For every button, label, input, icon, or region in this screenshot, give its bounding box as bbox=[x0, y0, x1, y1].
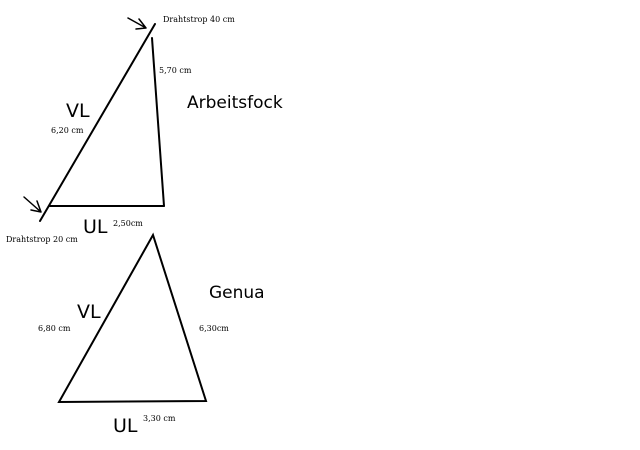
genua-triangle bbox=[57, 232, 208, 404]
genua-foot-length: 3,30 cm bbox=[143, 414, 176, 423]
genua-luff-length: 6,80 cm bbox=[38, 324, 71, 333]
genua-luff-label: VL bbox=[77, 301, 101, 323]
tack-strop-arrow bbox=[23, 196, 42, 213]
genua-leech-length: 6,30cm bbox=[199, 324, 229, 333]
genua-sail: VL 6,80 cm 6,30cm UL 3,30 cm Genua bbox=[38, 232, 265, 437]
genua-title: Genua bbox=[209, 283, 265, 303]
head-strop-label: Drahtstrop 40 cm bbox=[163, 15, 235, 24]
arbeitsfock-luff-label: VL bbox=[66, 100, 90, 122]
arbeitsfock-sail: Drahtstrop 40 cm Drahtstrop 20 cm VL 6,2… bbox=[6, 15, 283, 244]
tack-strop-label: Drahtstrop 20 cm bbox=[6, 235, 78, 244]
genua-foot-label: UL bbox=[113, 415, 138, 437]
arbeitsfock-leech-length: 5,70 cm bbox=[159, 66, 192, 75]
arbeitsfock-leech-edge bbox=[151, 37, 165, 207]
arbeitsfock-luff-edge bbox=[39, 23, 156, 222]
arbeitsfock-foot-label: UL bbox=[83, 216, 108, 238]
arbeitsfock-foot-length: 2,50cm bbox=[113, 219, 143, 228]
head-strop-arrow bbox=[127, 17, 147, 30]
arbeitsfock-title: Arbeitsfock bbox=[187, 93, 283, 113]
arbeitsfock-luff-length: 6,20 cm bbox=[51, 126, 84, 135]
